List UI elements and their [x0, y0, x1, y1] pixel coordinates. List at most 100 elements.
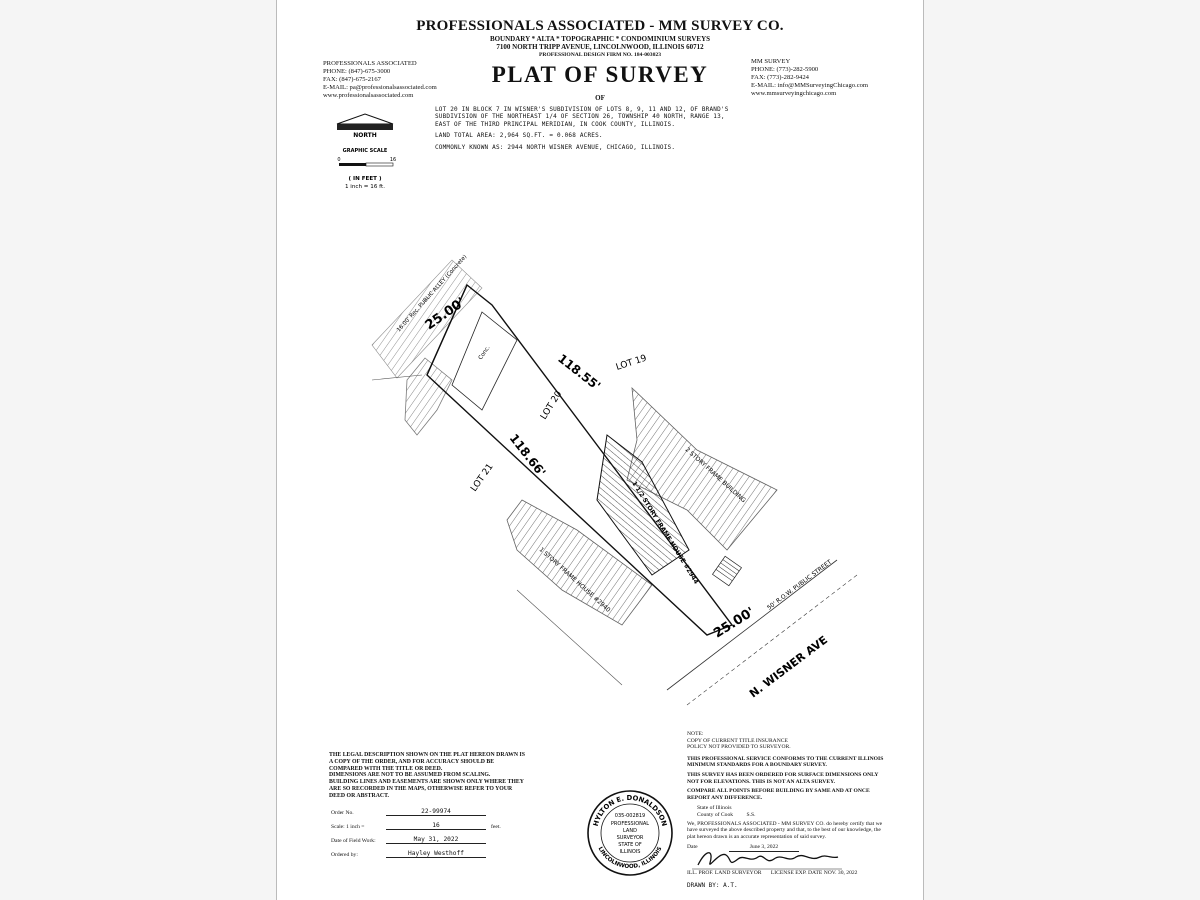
field-date-value: May 31, 2022 — [386, 836, 486, 844]
scale-bar-dark — [339, 163, 366, 166]
order-row-ordered: Ordered by: Hayley Westhoff — [331, 850, 531, 864]
contact-right-name: MM SURVEY — [751, 58, 791, 65]
legal-line-2: SUBDIVISION OF THE NORTHEAST 1/4 OF SECT… — [435, 113, 725, 121]
note-title-1: COPY OF CURRENT TITLE INSURANCE — [687, 737, 788, 744]
note-title-2: POLICY NOT PROVIDED TO SURVEYOR. — [687, 744, 791, 751]
notes-left: THE LEGAL DESCRIPTION SHOWN ON THE PLAT … — [329, 752, 529, 800]
north-arrow-base — [337, 124, 393, 130]
cert-date-value: June 3, 2022 — [728, 844, 799, 852]
contact-left-name: PROFESSIONALS ASSOCIATED — [323, 60, 417, 67]
scale-bar-light — [365, 162, 394, 167]
house-2944 — [596, 434, 690, 576]
scale-value: 16 — [386, 822, 486, 830]
surveyor-seal: HYLTON E. DONALDSON LINCOLNWOOD, ILLINOI… — [587, 790, 673, 876]
legal-line-1: LOT 20 IN BLOCK 7 IN WISNER'S SUBDIVISIO… — [435, 106, 729, 113]
ordered-by-label: Ordered by: — [331, 852, 358, 858]
cert-county: County of Cook — [697, 811, 734, 818]
north-arrow-icon — [336, 113, 394, 125]
contact-left-web: www.professionalsassociated.com — [323, 92, 414, 99]
seal-line-4: STATE OF — [618, 842, 642, 848]
in-feet-label: ( IN FEET ) — [349, 176, 382, 182]
wisner-label: N. WISNER AVE — [747, 633, 830, 700]
notes-right: NOTE: COPY OF CURRENT TITLE INSURANCE PO… — [687, 731, 887, 852]
seal-line-3: SURVEYOR — [617, 835, 644, 841]
scale-zero: 0 — [337, 157, 340, 163]
neighbor-garage-left — [404, 357, 453, 436]
order-table: Order No. 22-99974 Scale: 1 inch = 16 fe… — [331, 808, 531, 864]
note-header: NOTE: — [687, 731, 704, 737]
north-scale-block: NORTH GRAPHIC SCALE 0 16 ( IN FEET ) 1 i… — [336, 113, 396, 190]
company-address: 7100 NORTH TRIPP AVENUE, LINCOLNWOOD, IL… — [496, 43, 704, 51]
license-label: ILL. PROF. LAND SURVEYOR — [687, 870, 762, 876]
street-label: 50' R.O.W. PUBLIC STREET — [766, 558, 833, 611]
certification-text: We, PROFESSIONALS ASSOCIATED - MM SURVEY… — [687, 820, 883, 840]
inch-scale-label: 1 inch = 16 ft. — [345, 184, 385, 190]
cert-state: State of Illinois — [697, 805, 732, 812]
contact-right-fax: FAX: (773)-282-9424 — [751, 74, 809, 81]
license-expire: LICENSE EXP. DATE NOV. 30, 2022 — [770, 870, 858, 876]
scale-label: Scale: 1 inch = — [331, 824, 365, 830]
neighbor-building-right — [626, 386, 778, 551]
seal-inner-ring — [600, 803, 660, 863]
note-legal: THE LEGAL DESCRIPTION SHOWN ON THE PLAT … — [329, 752, 526, 772]
scale-unit: feet. — [491, 824, 501, 830]
land-area: LAND TOTAL AREA: 2,964 SQ.FT. = 0.068 AC… — [435, 132, 603, 140]
bottom-dimension: 25.00' — [711, 605, 757, 642]
legal-description: LOT 20 IN BLOCK 7 IN WISNER'S SUBDIVISIO… — [435, 106, 800, 151]
company-name: PROFESSIONALS ASSOCIATED - MM SURVEY CO. — [416, 18, 784, 34]
right-dimension: 118.55' — [555, 351, 603, 393]
contact-right-email: E-MAIL: info@MMSurveyingChicago.com — [751, 82, 869, 89]
street-curb-line — [666, 559, 838, 691]
cross-notch-line — [371, 374, 423, 381]
cert-date-label: Date — [687, 844, 698, 851]
seal-number: 035-002819 — [615, 813, 645, 819]
contact-left: PROFESSIONALS ASSOCIATED PHONE: (847)-67… — [323, 60, 437, 100]
plat-title: PLAT OF SURVEY — [491, 62, 709, 87]
order-row-scale: Scale: 1 inch = 16 feet. — [331, 822, 531, 836]
seal-line-1: PROFESSIONAL — [611, 821, 649, 827]
note-compare: COMPARE ALL POINTS BEFORE BUILDING BY SA… — [687, 788, 870, 801]
commonly-known-as: COMMONLY KNOWN AS: 2944 NORTH WISNER AVE… — [435, 143, 676, 151]
field-date-label: Date of Field Work: — [331, 838, 376, 844]
contact-left-fax: FAX: (847)-675-2167 — [323, 76, 381, 83]
extension-line — [516, 589, 623, 686]
lot-20-label: LOT 20 — [539, 389, 564, 421]
title-of: OF — [595, 94, 605, 102]
lot-19-label: LOT 19 — [615, 353, 648, 372]
plat-drawing: 16.00' Rec. PUBLIC ALLEY (Concrete) 2 ST… — [371, 254, 858, 706]
surveyor-signature — [692, 852, 842, 870]
seal-outer-ring — [587, 790, 673, 876]
order-number-label: Order No. — [331, 810, 354, 816]
legal-line-3: EAST OF THE THIRD PRINCIPAL MERIDIAN, IN… — [435, 120, 676, 128]
north-label: NORTH — [353, 132, 377, 139]
garage-slab — [451, 311, 518, 411]
seal-line-5: ILLINOIS — [620, 849, 641, 855]
front-stairs — [712, 555, 742, 587]
license-row: ILL. PROF. LAND SURVEYOR LICENSE EXP. DA… — [687, 870, 897, 877]
note-surface: THIS SURVEY HAS BEEN ORDERED FOR SURFACE… — [687, 771, 879, 785]
contact-right-web: www.mmsurveyingchicago.com — [751, 90, 837, 97]
lot-21-label: LOT 21 — [469, 462, 495, 494]
lot-line-top — [426, 284, 468, 376]
public-alley — [371, 259, 483, 379]
cert-county-row: County of Cook S.S. — [697, 812, 887, 819]
contact-right: MM SURVEY PHONE: (773)-282-5900 FAX: (77… — [751, 58, 868, 98]
services-line: BOUNDARY * ALTA * TOPOGRAPHIC * CONDOMIN… — [489, 35, 711, 43]
order-row-number: Order No. 22-99974 — [331, 808, 531, 822]
ordered-by-value: Hayley Westhoff — [386, 850, 486, 858]
note-building-lines: BUILDING LINES AND EASEMENTS ARE SHOWN O… — [329, 779, 524, 799]
contact-left-email: E-MAIL: pa@professionalsassociated.com — [323, 84, 437, 91]
street-center-line — [686, 574, 858, 706]
neighbor-building-left — [506, 499, 653, 626]
drawn-by: DRAWN BY: A.T. — [687, 882, 738, 889]
scale-sixteen: 16 — [390, 157, 396, 163]
graphic-scale-label: GRAPHIC SCALE — [343, 148, 388, 154]
survey-document: PROFESSIONALS ASSOCIATED - MM SURVEY CO.… — [276, 0, 924, 900]
cert-ss: S.S. — [746, 811, 756, 818]
order-number-value: 22-99974 — [386, 808, 486, 816]
seal-line-2: LAND — [623, 828, 637, 834]
note-dimensions: DIMENSIONS ARE NOT TO BE ASSUMED FROM SC… — [329, 772, 491, 779]
order-row-date: Date of Field Work: May 31, 2022 — [331, 836, 531, 850]
note-conform: THIS PROFESSIONAL SERVICE CONFORMS TO TH… — [687, 755, 884, 769]
design-firm: PROFESSIONAL DESIGN FIRM NO. 184-003023 — [539, 52, 661, 58]
